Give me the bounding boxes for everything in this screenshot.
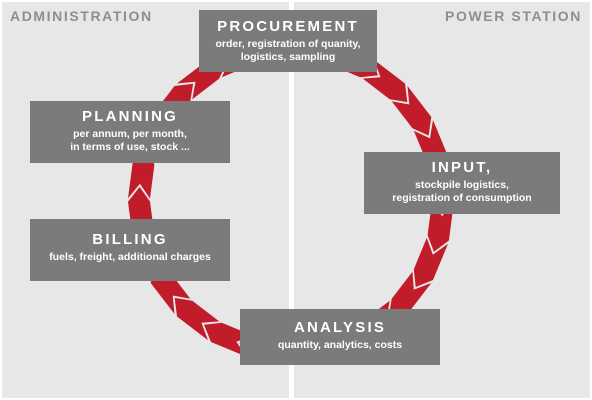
planning-box: PLANNING per annum, per month, in terms … — [30, 101, 230, 163]
input-box: INPUT, stockpile logistics, registration… — [364, 152, 560, 214]
administration-label: ADMINISTRATION — [10, 8, 153, 24]
procurement-desc-line-2: logistics, sampling — [240, 51, 336, 63]
analysis-box: ANALYSIS quantity, analytics, costs — [240, 309, 440, 365]
input-desc-line-1: stockpile logistics, — [415, 179, 509, 191]
analysis-title: ANALYSIS — [293, 319, 387, 336]
cycle-arrow-segment — [413, 237, 448, 287]
cycle-arrow-segment — [427, 201, 454, 252]
procurement-box: PROCUREMENT order, registration of quani… — [199, 10, 377, 72]
cycle-arrow-segment — [362, 59, 408, 103]
input-desc-line-2: registration of consumption — [392, 192, 532, 204]
input-title: INPUT, — [431, 159, 493, 176]
billing-box: BILLING fuels, freight, additional charg… — [30, 219, 230, 281]
cycle-arrow-segment — [388, 271, 432, 317]
billing-title: BILLING — [92, 231, 168, 248]
procurement-desc-line-1: order, registration of quanity, — [215, 38, 361, 50]
cycle-arrow-segment — [391, 86, 432, 136]
procurement-title: PROCUREMENT — [217, 18, 359, 35]
power-station-label: POWER STATION — [445, 8, 582, 24]
planning-desc-line-2: in terms of use, stock ... — [70, 141, 190, 153]
analysis-desc-line-1: quantity, analytics, costs — [277, 339, 403, 351]
planning-desc-line-1: per annum, per month, — [73, 128, 187, 140]
planning-title: PLANNING — [82, 108, 178, 125]
cycle-arrow-segment — [174, 297, 220, 341]
billing-desc-line-1: fuels, freight, additional charges — [49, 251, 211, 263]
